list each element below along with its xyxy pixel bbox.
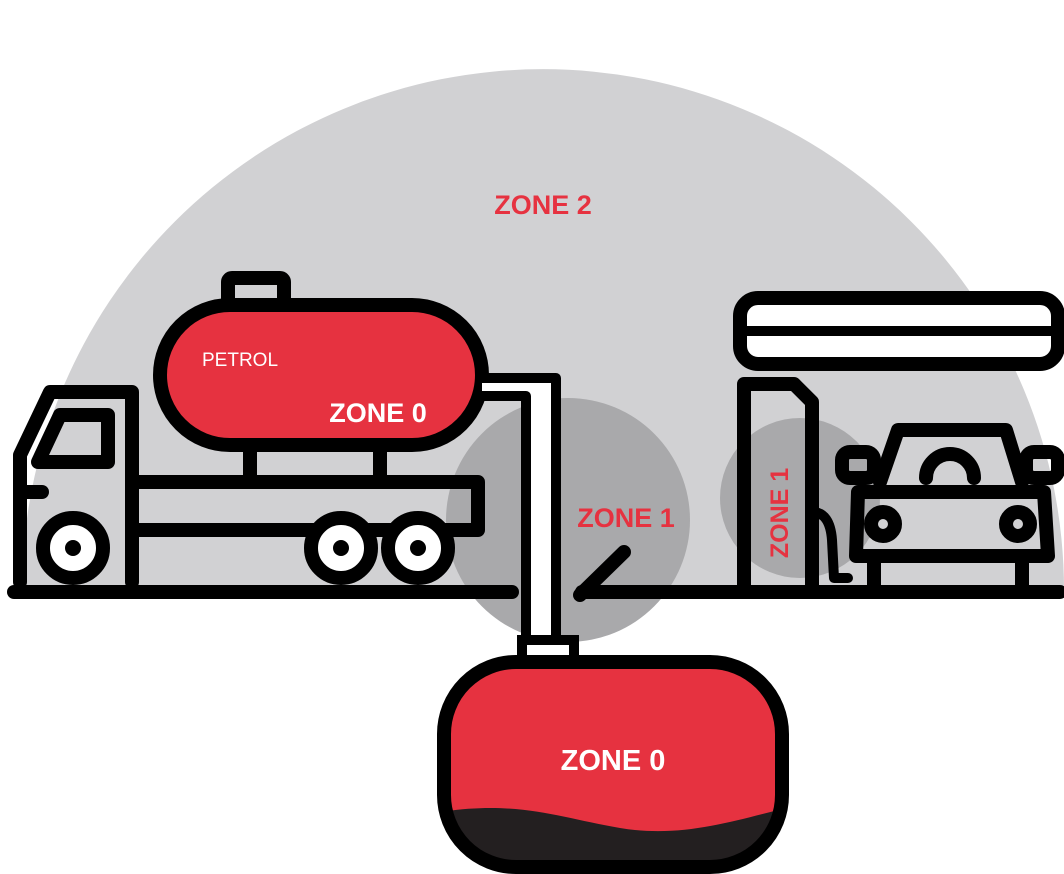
tanker-zone-0-label: ZONE 0 xyxy=(329,398,427,428)
underground-zone-0-label: ZONE 0 xyxy=(561,745,666,777)
zone-2-label: ZONE 2 xyxy=(494,190,592,220)
pump-zone-1-label: ZONE 1 xyxy=(766,468,794,558)
tanker-barrel xyxy=(160,305,482,445)
fuel-station-canopy-icon xyxy=(740,298,1058,364)
pipe-zone-1-label: ZONE 1 xyxy=(577,503,675,533)
tanker-product-label: PETROL xyxy=(202,350,278,371)
